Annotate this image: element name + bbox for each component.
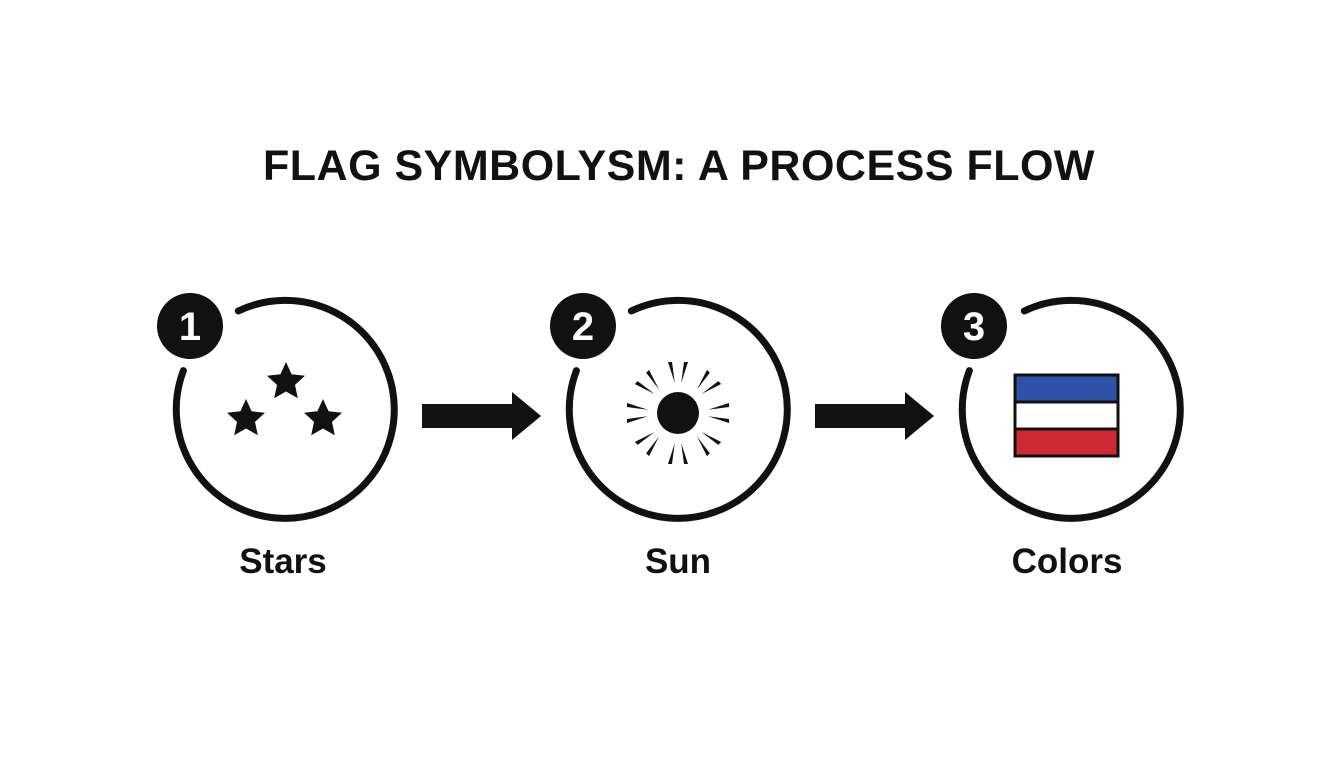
three-stars-icon: [227, 362, 342, 436]
flow-arrow-2: [815, 392, 934, 440]
step-2-number: 2: [572, 305, 594, 349]
flag-top-stripe: [1015, 375, 1118, 402]
step-1-number-badge: [157, 293, 223, 359]
sun-rays-icon: [627, 362, 729, 464]
flag-middle-stripe: [1015, 402, 1118, 429]
step-2: [550, 293, 791, 522]
step-1-circle: [172, 296, 398, 522]
step-2-number-badge: [550, 293, 616, 359]
flag-bottom-stripe: [1015, 429, 1118, 456]
page-title: FLAG SYMBOLYSM: A PROCESS FLOW: [262, 142, 1096, 190]
tricolor-flag-icon: [1013, 373, 1120, 458]
step-3-circle: [958, 296, 1184, 522]
step-3: [941, 293, 1184, 522]
step-2-label: Sun: [644, 542, 712, 581]
step-3-number: 3: [963, 305, 985, 349]
step-3-label: Colors: [1011, 542, 1123, 581]
step-2-circle: [565, 296, 791, 522]
step-1-label: Stars: [239, 542, 327, 581]
flow-arrow-1: [422, 392, 541, 440]
step-1: [157, 293, 398, 522]
step-1-number: 1: [179, 305, 201, 349]
step-3-number-badge: [941, 293, 1007, 359]
